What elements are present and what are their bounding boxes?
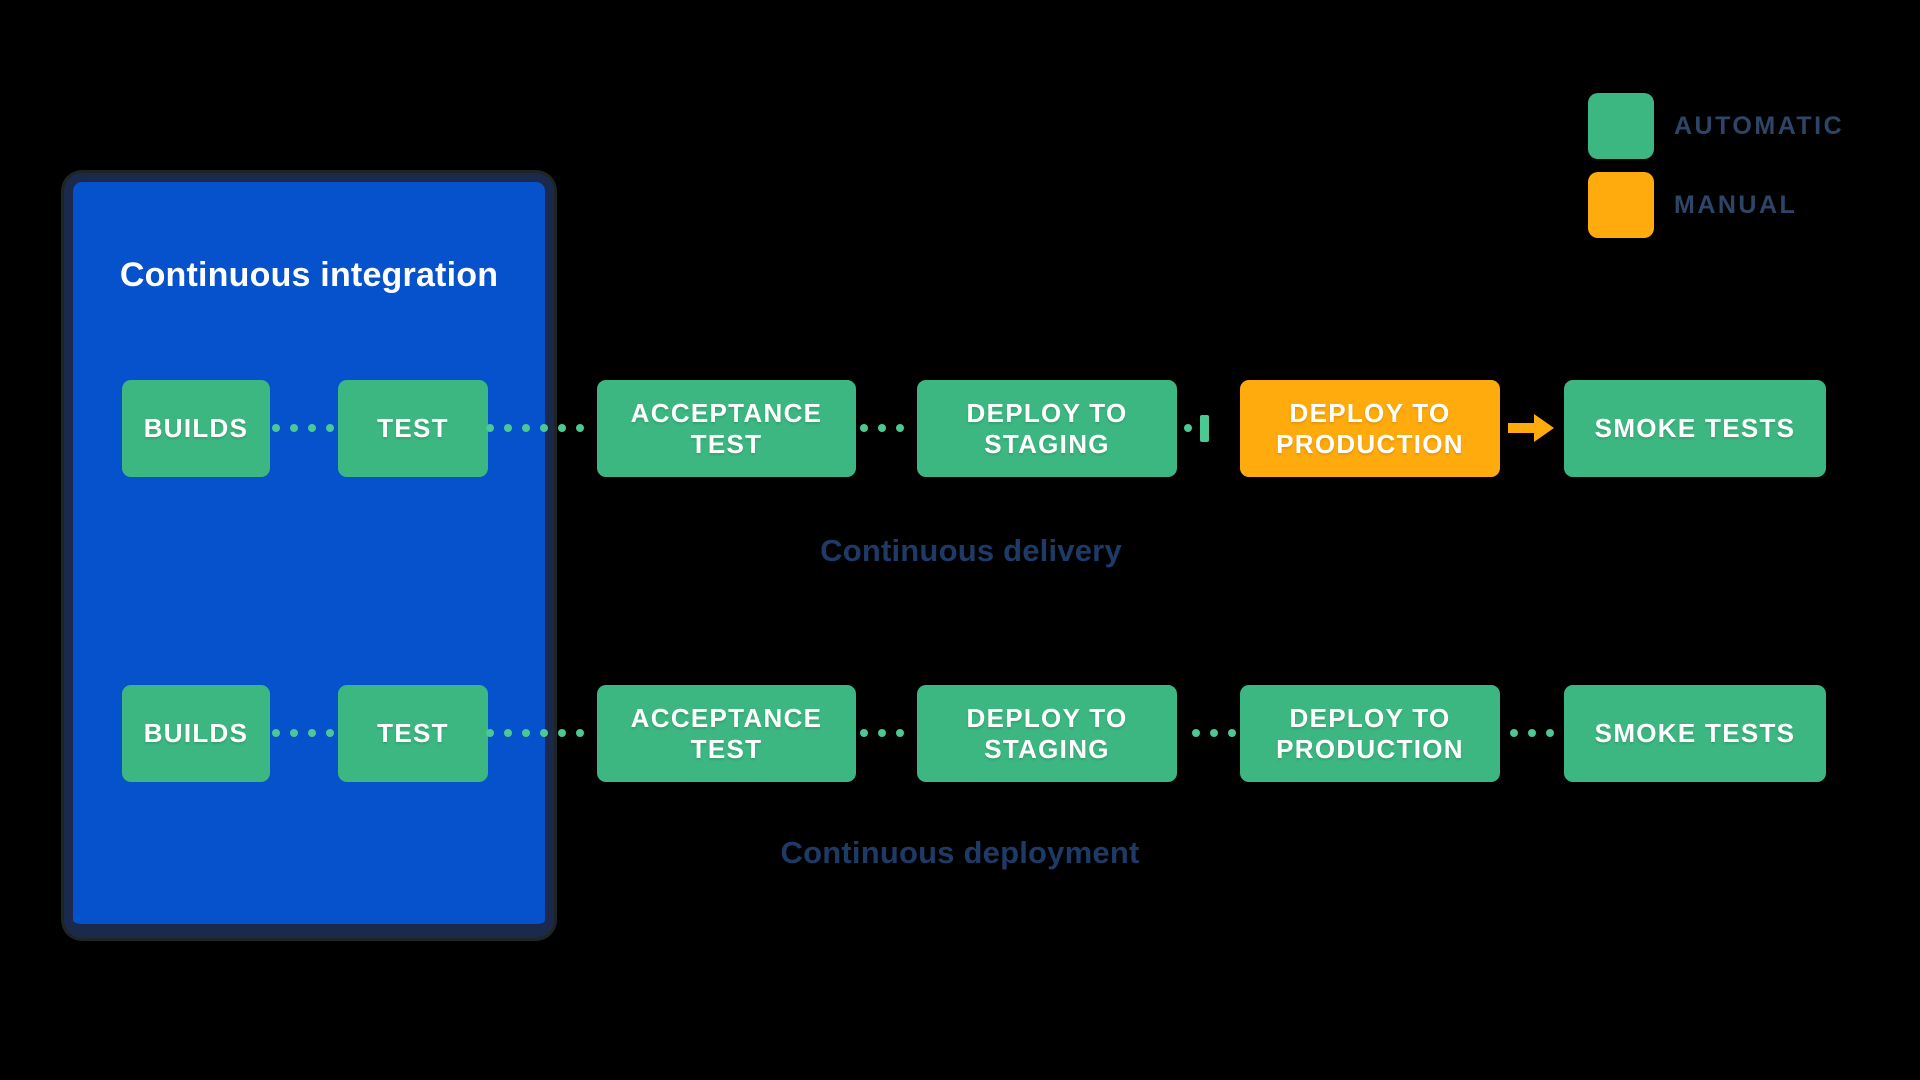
- node-deploy-staging-deployment: DEPLOY TO STAGING: [917, 685, 1177, 782]
- node-acceptance-test-deployment: ACCEPTANCE TEST: [597, 685, 856, 782]
- dotted-connector: [860, 424, 904, 432]
- node-test-delivery: TEST: [338, 380, 488, 477]
- continuous-integration-title: Continuous integration: [119, 256, 499, 294]
- legend-item-manual: MANUAL: [1588, 172, 1844, 238]
- node-deploy-production-delivery: DEPLOY TO PRODUCTION: [1240, 380, 1500, 477]
- node-smoke-tests-deployment: SMOKE TESTS: [1564, 685, 1826, 782]
- legend-label-automatic: AUTOMATIC: [1674, 111, 1845, 140]
- node-deploy-staging-delivery: DEPLOY TO STAGING: [917, 380, 1177, 477]
- dotted-connector: [1184, 424, 1192, 432]
- node-deploy-production-deployment: DEPLOY TO PRODUCTION: [1240, 685, 1500, 782]
- dotted-connector: [1192, 729, 1236, 737]
- continuous-deployment-caption: Continuous deployment: [780, 835, 1140, 870]
- node-smoke-tests-delivery: SMOKE TESTS: [1564, 380, 1826, 477]
- manual-color-swatch: [1588, 172, 1654, 238]
- legend-item-automatic: AUTOMATIC: [1588, 93, 1844, 159]
- automatic-color-swatch: [1588, 93, 1654, 159]
- dotted-connector: [1510, 729, 1554, 737]
- node-acceptance-test-delivery: ACCEPTANCE TEST: [597, 380, 856, 477]
- legend: AUTOMATIC MANUAL: [1588, 93, 1844, 251]
- dotted-connector: [860, 729, 904, 737]
- dotted-connector: [272, 729, 334, 737]
- node-builds-deployment: BUILDS: [122, 685, 270, 782]
- node-test-deployment: TEST: [338, 685, 488, 782]
- dotted-connector: [486, 424, 584, 432]
- manual-gate-stop-bar: [1200, 415, 1209, 442]
- manual-arrow-icon: [1508, 414, 1554, 442]
- continuous-delivery-caption: Continuous delivery: [820, 533, 1122, 568]
- node-builds-delivery: BUILDS: [122, 380, 270, 477]
- dotted-connector: [486, 729, 584, 737]
- dotted-connector: [272, 424, 334, 432]
- legend-label-manual: MANUAL: [1674, 190, 1798, 219]
- continuous-integration-container: Continuous integration: [64, 173, 554, 938]
